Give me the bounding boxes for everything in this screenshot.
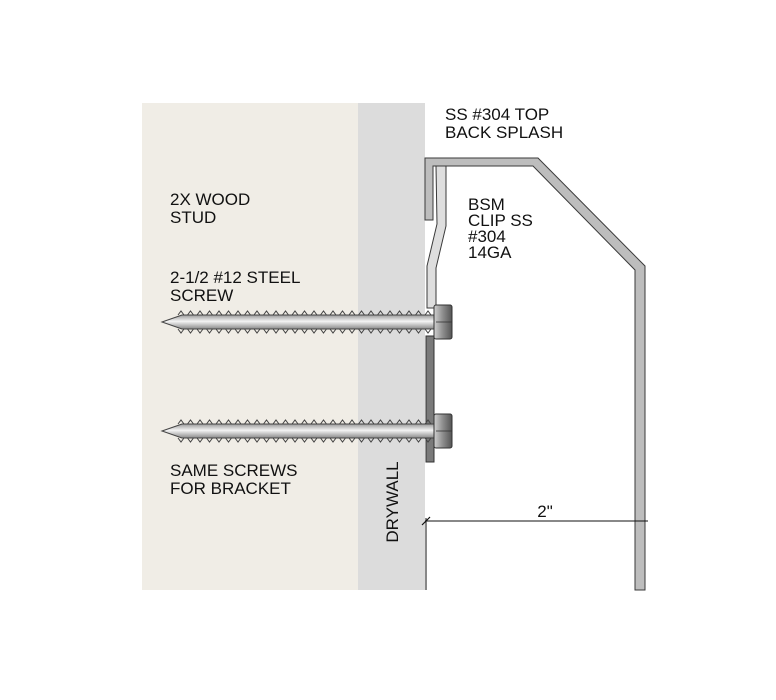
- screw: [160, 413, 453, 449]
- dimension-tick: [421, 516, 431, 526]
- screw-thread: [177, 310, 432, 334]
- wood-stud: [142, 103, 358, 590]
- drywall: [358, 103, 425, 590]
- screw: [160, 304, 453, 340]
- screw-thread: [177, 419, 432, 443]
- top-back-splash: [424, 157, 646, 591]
- bracket-plate: [425, 335, 435, 463]
- screw-shaft: [160, 423, 437, 439]
- drywall-label: DRYWALL: [383, 461, 402, 542]
- dimension-label: 2": [537, 502, 553, 521]
- screw-shaft: [160, 314, 437, 330]
